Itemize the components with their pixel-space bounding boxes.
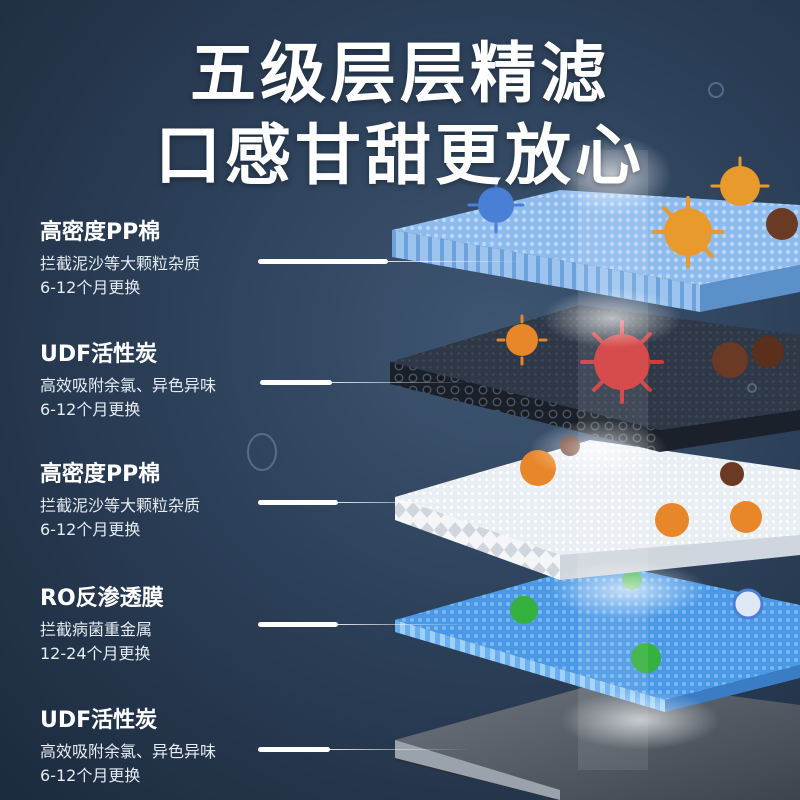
layer-5-desc: 高效吸附余氯、异色异味	[40, 742, 217, 761]
layer-3-connector	[258, 500, 478, 505]
layer-1-name: 高密度PP棉	[40, 220, 161, 245]
orange-virus-icon	[710, 156, 770, 206]
headline-line-1: 五级层层精滤	[190, 35, 610, 112]
layer-1-info: 高密度PP棉 拦截泥沙等大颗粒杂质 6-12个月更换	[40, 218, 370, 300]
layer-5-connector	[258, 747, 470, 752]
orange-virus-icon	[496, 314, 548, 366]
layer-2-connector	[260, 380, 472, 385]
layer-3-life: 6-12个月更换	[40, 520, 141, 539]
water-droplet-icon	[247, 433, 277, 471]
blue-virus-icon	[732, 588, 764, 620]
green-germ-icon	[631, 643, 661, 673]
layer-3-desc: 拦截泥沙等大颗粒杂质	[40, 496, 201, 515]
water-droplet-icon	[708, 82, 724, 98]
layer-5-info: UDF活性炭 高效吸附余氯、异色异味 6-12个月更换	[40, 706, 370, 788]
layer-2-life: 6-12个月更换	[40, 400, 141, 419]
layer-3-info: 高密度PP棉 拦截泥沙等大颗粒杂质 6-12个月更换	[40, 460, 370, 542]
water-droplet-icon	[747, 383, 757, 393]
layer-3-name: 高密度PP棉	[40, 462, 161, 487]
layer-4-connector	[258, 622, 478, 627]
layer-4-info: RO反渗透膜 拦截病菌重金属 12-24个月更换	[40, 584, 370, 666]
layer-4-name: RO反渗透膜	[40, 586, 164, 611]
brown-particle-icon	[712, 342, 748, 378]
brown-particle-icon	[766, 208, 798, 240]
layer-5-life: 6-12个月更换	[40, 766, 141, 785]
green-germ-icon	[510, 596, 538, 624]
layer-1-life: 6-12个月更换	[40, 278, 141, 297]
brown-particle-icon	[752, 336, 784, 368]
water-stream	[528, 135, 720, 770]
orange-germ-icon	[730, 501, 762, 533]
layer-4-life: 12-24个月更换	[40, 644, 151, 663]
layer-2-info: UDF活性炭 高效吸附余氯、异色异味 6-12个月更换	[40, 340, 370, 422]
blue-virus-icon	[467, 176, 525, 234]
headline-line-2: 口感甘甜更放心	[155, 117, 645, 194]
orange-virus-icon	[652, 196, 724, 268]
layer-3-plate	[395, 436, 800, 580]
layer-4-desc: 拦截病菌重金属	[40, 620, 153, 639]
layer-2-name: UDF活性炭	[40, 342, 158, 367]
layer-1-desc: 拦截泥沙等大颗粒杂质	[40, 254, 201, 273]
layer-2-desc: 高效吸附余氯、异色异味	[40, 376, 217, 395]
layer-5-name: UDF活性炭	[40, 708, 158, 733]
orange-germ-icon	[655, 503, 689, 537]
layer-1-connector	[258, 259, 528, 264]
brown-particle-icon	[720, 462, 744, 486]
